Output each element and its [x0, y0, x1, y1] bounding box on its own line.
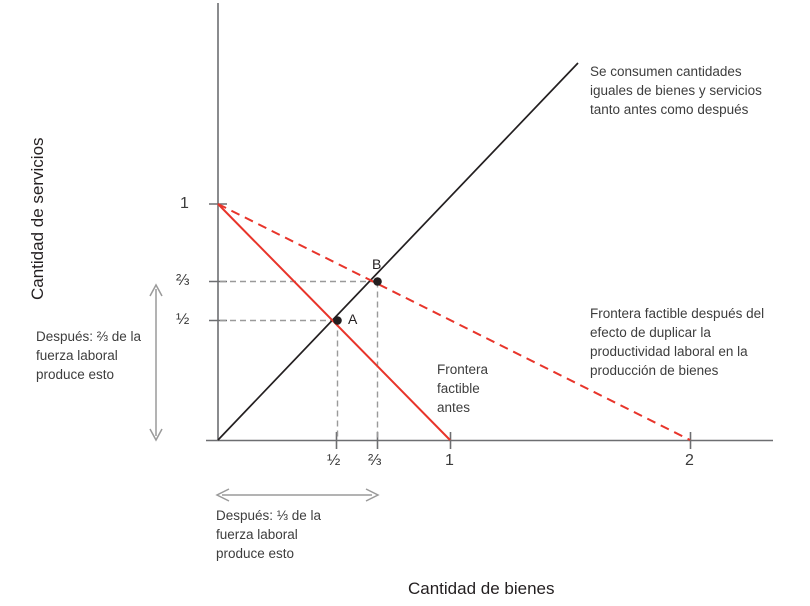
x-tick-label-2: 2: [685, 452, 694, 469]
annotation-equal-consumption: Se consumen cantidades iguales de bienes…: [590, 64, 762, 118]
annotation-frontier-before: Frontera factible antes: [437, 362, 489, 416]
horizontal-measure-arrow: [215, 488, 380, 502]
point-a-marker: [333, 316, 342, 325]
annotation-frontier-after: Frontera factible después del efecto de …: [590, 306, 765, 379]
y-axis-title: Cantidad de servicios: [28, 137, 47, 300]
x-axis-title: Cantidad de bienes: [408, 579, 555, 598]
point-b-marker: [373, 277, 382, 286]
vertical-measure-arrow: [149, 283, 163, 442]
point-a-label: A: [348, 311, 358, 327]
y-tick-label-one-half: ½: [176, 311, 190, 328]
annotation-labor-horizontal: Después: ⅓ de la fuerza laboral produce …: [216, 508, 322, 562]
x-tick-label-1: 1: [445, 452, 454, 469]
point-b-label: B: [372, 256, 382, 272]
x-tick-label-two-thirds: ⅔: [368, 452, 382, 469]
x-tick-label-one-half: ½: [327, 452, 341, 469]
y-tick-label-two-thirds: ⅔: [176, 272, 190, 289]
y-tick-label-1: 1: [180, 195, 189, 212]
annotation-labor-vertical: Después: ⅔ de la fuerza laboral produce …: [36, 329, 142, 383]
frontier-after-line: [217, 203, 691, 441]
equal-consumption-line: [217, 62, 579, 441]
